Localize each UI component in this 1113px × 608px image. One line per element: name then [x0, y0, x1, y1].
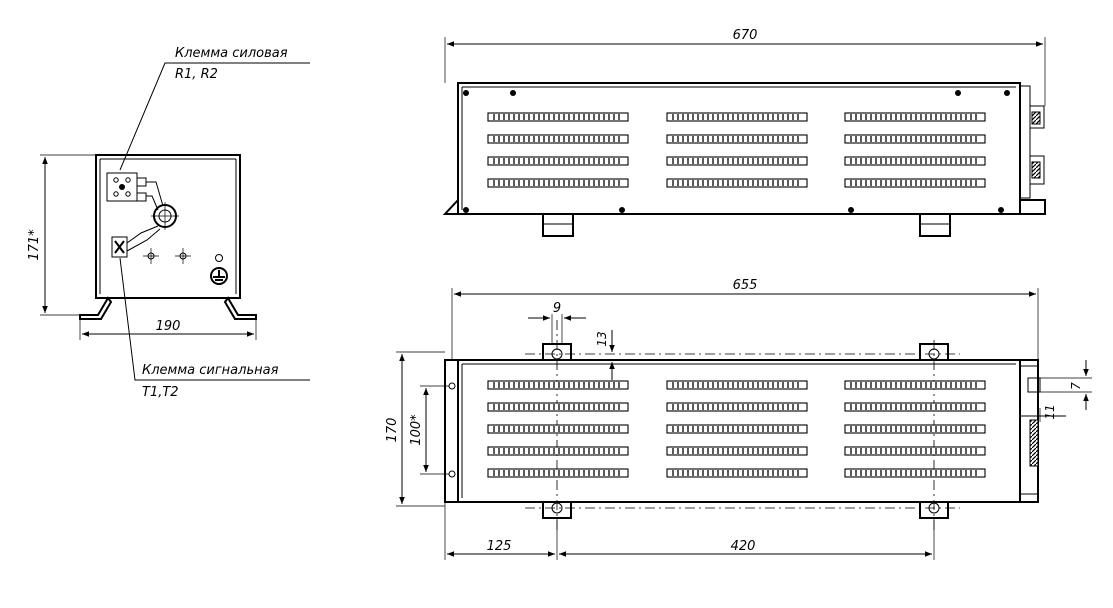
plan-length-dim: 655 [733, 278, 758, 293]
hole-spacing-dim: 420 [731, 539, 756, 554]
side-vent-slots [487, 112, 986, 188]
vent-slot [487, 468, 629, 478]
vent-slot [487, 446, 629, 456]
vent-slot [666, 468, 808, 478]
side-view [442, 37, 1046, 237]
vent-slot [844, 134, 986, 144]
ground-terminal-icon [210, 254, 228, 285]
plan-width-dim: 170 [385, 418, 400, 443]
terminal-dim-b: 11 [1043, 404, 1057, 419]
plan-view [396, 288, 1092, 560]
vent-slot [666, 112, 808, 122]
front-view: 171* 190 [27, 62, 310, 381]
vent-slot [666, 402, 808, 412]
signal-terminal-codes: T1,T2 [142, 385, 179, 400]
signal-terminal-label: Клемма сигнальная [142, 363, 279, 378]
vent-slot [844, 112, 986, 122]
vent-slot [666, 178, 808, 188]
cable-gland [151, 202, 179, 230]
vent-slot [487, 402, 629, 412]
end-offset-dim: 125 [487, 539, 512, 554]
front-height-dim: 171* [27, 229, 42, 261]
mount-spacing-dim: 100* [409, 414, 424, 446]
vent-slot [487, 156, 629, 166]
power-terminal-label: Клемма силовая [175, 46, 288, 61]
hole-diameter-dim: 9 [553, 301, 561, 316]
plan-vent-slots [487, 380, 986, 478]
vent-slot [666, 134, 808, 144]
vent-slot [666, 446, 808, 456]
vent-slot [666, 424, 808, 434]
vent-slot [844, 402, 986, 412]
vent-slot [487, 112, 629, 122]
vent-slot [844, 446, 986, 456]
vent-slot [844, 424, 986, 434]
power-terminal-block [106, 172, 164, 211]
front-width-dim: 190 [156, 319, 181, 334]
hole-offset-dim: 13 [595, 331, 609, 346]
vent-slot [844, 156, 986, 166]
power-terminal-codes: R1, R2 [175, 67, 218, 82]
vent-slot [666, 380, 808, 390]
vent-slot [487, 134, 629, 144]
vent-slot [844, 178, 986, 188]
vent-slot [487, 178, 629, 188]
vent-slot [844, 380, 986, 390]
signal-terminal-block [111, 225, 161, 258]
side-length-dim: 670 [733, 28, 758, 43]
vent-slot [487, 380, 629, 390]
vent-slot [487, 424, 629, 434]
vent-slot [844, 468, 986, 478]
terminal-dim-a: 7 [1069, 382, 1083, 390]
vent-slot [666, 156, 808, 166]
